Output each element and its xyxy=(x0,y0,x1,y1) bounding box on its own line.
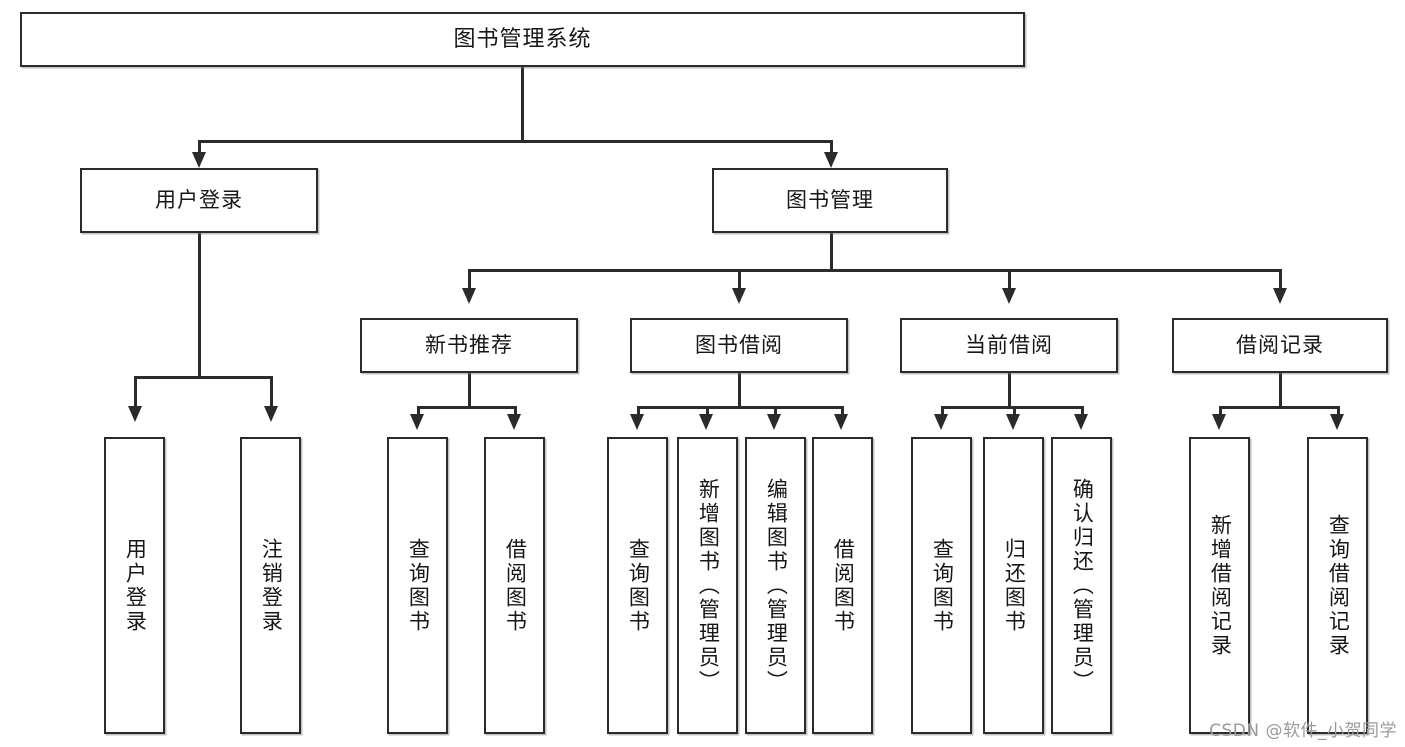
node-leaf-query-book-1[interactable]: 查询图书 xyxy=(387,437,448,734)
connector-new-book-rec-d1 xyxy=(417,406,420,416)
connector-book-borrow-stem xyxy=(738,373,741,408)
arrow-to-book-admin xyxy=(824,152,838,168)
arrow-to-current-borrow xyxy=(1002,288,1016,304)
connector-new-book-rec-stem xyxy=(468,373,471,408)
node-leaf-query-record[interactable]: 查询借阅记录 xyxy=(1307,437,1368,734)
connector-root-stem xyxy=(521,67,524,140)
node-root-label: 图书管理系统 xyxy=(453,26,592,52)
arrow-to-leaf-add-book xyxy=(699,414,713,430)
node-leaf-user-login-label: 用户登录 xyxy=(123,537,148,634)
connector-borrow-record-d1 xyxy=(1219,406,1222,416)
arrow-to-leaf-edit-book xyxy=(767,414,781,430)
node-leaf-return-book-label: 归还图书 xyxy=(1002,537,1027,634)
node-leaf-query-book-1-label: 查询图书 xyxy=(406,537,431,634)
node-leaf-query-book-2[interactable]: 查询图书 xyxy=(607,437,668,734)
connector-to-borrow-record xyxy=(1279,269,1282,291)
connector-to-book-borrow xyxy=(738,269,741,291)
node-leaf-query-book-3[interactable]: 查询图书 xyxy=(911,437,972,734)
node-new-book-rec-label: 新书推荐 xyxy=(425,333,513,358)
connector-user-login-stem xyxy=(198,233,201,378)
connector-borrow-record-d2 xyxy=(1337,406,1340,416)
arrow-to-leaf-add-record xyxy=(1212,414,1226,430)
node-current-borrow-label: 当前借阅 xyxy=(965,333,1053,358)
connector-current-borrow-d2 xyxy=(1013,406,1016,416)
node-current-borrow[interactable]: 当前借阅 xyxy=(900,318,1118,373)
connector-to-current-borrow xyxy=(1008,269,1011,291)
arrow-to-leaf-return-book xyxy=(1006,414,1020,430)
node-leaf-return-book[interactable]: 归还图书 xyxy=(983,437,1044,734)
node-leaf-borrow-book-2[interactable]: 借阅图书 xyxy=(812,437,873,734)
connector-book-admin-stem xyxy=(830,233,833,271)
connector-current-borrow-stem xyxy=(1008,373,1011,408)
arrow-to-leaf-borrow-book-1 xyxy=(507,414,521,430)
arrow-to-user-login xyxy=(192,152,206,168)
connector-book-borrow-d3 xyxy=(774,406,777,416)
node-leaf-add-record[interactable]: 新增借阅记录 xyxy=(1189,437,1250,734)
node-user-login-label: 用户登录 xyxy=(155,188,243,213)
arrow-to-borrow-record xyxy=(1273,288,1287,304)
connector-book-borrow-d4 xyxy=(841,406,844,416)
arrow-to-leaf-query-record xyxy=(1330,414,1344,430)
node-leaf-confirm-return-label: 确认归还（管理员） xyxy=(1070,477,1095,694)
node-book-admin[interactable]: 图书管理 xyxy=(712,168,948,233)
connector-user-login-left-drop xyxy=(134,376,137,410)
node-leaf-user-login[interactable]: 用户登录 xyxy=(104,437,165,734)
connector-root-bus xyxy=(198,140,832,143)
node-leaf-confirm-return[interactable]: 确认归还（管理员） xyxy=(1051,437,1112,734)
node-book-borrow-label: 图书借阅 xyxy=(695,333,783,358)
node-new-book-rec[interactable]: 新书推荐 xyxy=(360,318,578,373)
arrow-to-leaf-user-login xyxy=(128,406,142,422)
node-user-login[interactable]: 用户登录 xyxy=(80,168,318,233)
node-leaf-add-book[interactable]: 新增图书（管理员） xyxy=(677,437,738,734)
node-leaf-borrow-book-2-label: 借阅图书 xyxy=(831,537,856,634)
node-leaf-user-logout-label: 注销登录 xyxy=(259,537,284,634)
connector-new-book-rec-bus xyxy=(417,406,517,409)
connector-to-new-book-rec xyxy=(468,269,471,291)
node-leaf-user-logout[interactable]: 注销登录 xyxy=(240,437,301,734)
node-borrow-record[interactable]: 借阅记录 xyxy=(1172,318,1388,373)
node-borrow-record-label: 借阅记录 xyxy=(1236,333,1324,358)
node-leaf-query-book-3-label: 查询图书 xyxy=(930,537,955,634)
connector-borrow-record-bus xyxy=(1219,406,1338,409)
connector-user-login-right-drop xyxy=(270,376,273,410)
connector-book-borrow-d2 xyxy=(706,406,709,416)
connector-new-book-rec-d2 xyxy=(514,406,517,416)
connector-book-borrow-bus xyxy=(637,406,843,409)
connector-book-borrow-d1 xyxy=(637,406,640,416)
node-leaf-edit-book[interactable]: 编辑图书（管理员） xyxy=(745,437,806,734)
arrow-to-leaf-user-logout xyxy=(264,406,278,422)
node-root[interactable]: 图书管理系统 xyxy=(20,12,1025,67)
connector-root-to-book-admin xyxy=(830,140,833,156)
arrow-to-book-borrow xyxy=(732,288,746,304)
arrow-to-leaf-query-book-2 xyxy=(630,414,644,430)
arrow-to-leaf-confirm-return xyxy=(1074,414,1088,430)
connector-current-borrow-bus xyxy=(941,406,1082,409)
node-book-admin-label: 图书管理 xyxy=(786,188,874,213)
node-leaf-add-book-label: 新增图书（管理员） xyxy=(696,477,721,694)
connector-user-login-bus xyxy=(134,376,271,379)
arrow-to-leaf-borrow-book-2 xyxy=(834,414,848,430)
arrow-to-leaf-query-book-1 xyxy=(410,414,424,430)
node-leaf-add-record-label: 新增借阅记录 xyxy=(1208,513,1233,658)
arrow-to-leaf-query-book-3 xyxy=(934,414,948,430)
connector-current-borrow-d1 xyxy=(941,406,944,416)
arrow-to-new-book-rec xyxy=(462,288,476,304)
node-leaf-borrow-book-1-label: 借阅图书 xyxy=(503,537,528,634)
connector-borrow-record-stem xyxy=(1279,373,1282,408)
node-leaf-query-record-label: 查询借阅记录 xyxy=(1326,513,1351,658)
connector-current-borrow-d3 xyxy=(1081,406,1084,416)
node-leaf-query-book-2-label: 查询图书 xyxy=(626,537,651,634)
node-book-borrow[interactable]: 图书借阅 xyxy=(630,318,848,373)
node-leaf-edit-book-label: 编辑图书（管理员） xyxy=(764,477,789,694)
connector-book-admin-bus xyxy=(468,269,1280,272)
connector-root-to-user-login xyxy=(198,140,201,156)
node-leaf-borrow-book-1[interactable]: 借阅图书 xyxy=(484,437,545,734)
